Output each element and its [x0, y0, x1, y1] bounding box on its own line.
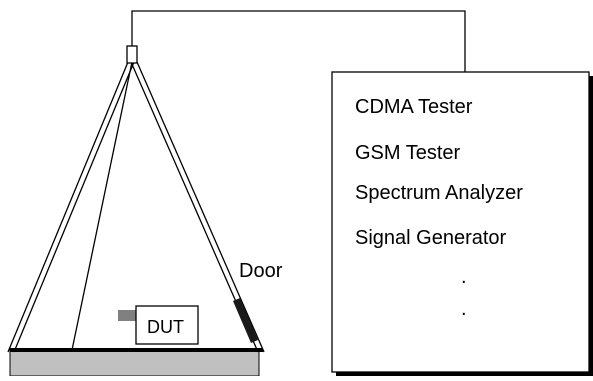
door-label: Door [239, 260, 283, 282]
equipment-item-signal-generator: Signal Generator [355, 227, 507, 249]
chamber-inner-line [71, 61, 133, 351]
door-hinge [233, 298, 258, 343]
equipment-item-gsm-tester: GSM Tester [355, 142, 461, 164]
chamber-left-wall-inner [13, 61, 135, 353]
antenna-connector [126, 45, 138, 64]
chamber-left-wall-outer [7, 61, 129, 353]
equipment-item-cdma-tester: CDMA Tester [355, 96, 473, 118]
chamber-right-wall-outer [136, 61, 265, 353]
dut-label: DUT [147, 317, 184, 337]
dut-box [135, 305, 199, 345]
equipment-box [331, 71, 590, 373]
chamber-floor [9, 349, 260, 377]
rf-cable [131, 10, 466, 72]
equipment-item-ellipsis-1: . [461, 266, 467, 288]
dut-antenna [118, 310, 136, 321]
equipment-item-spectrum-analyzer: Spectrum Analyzer [355, 182, 523, 204]
equipment-item-ellipsis-2: . [461, 298, 467, 320]
